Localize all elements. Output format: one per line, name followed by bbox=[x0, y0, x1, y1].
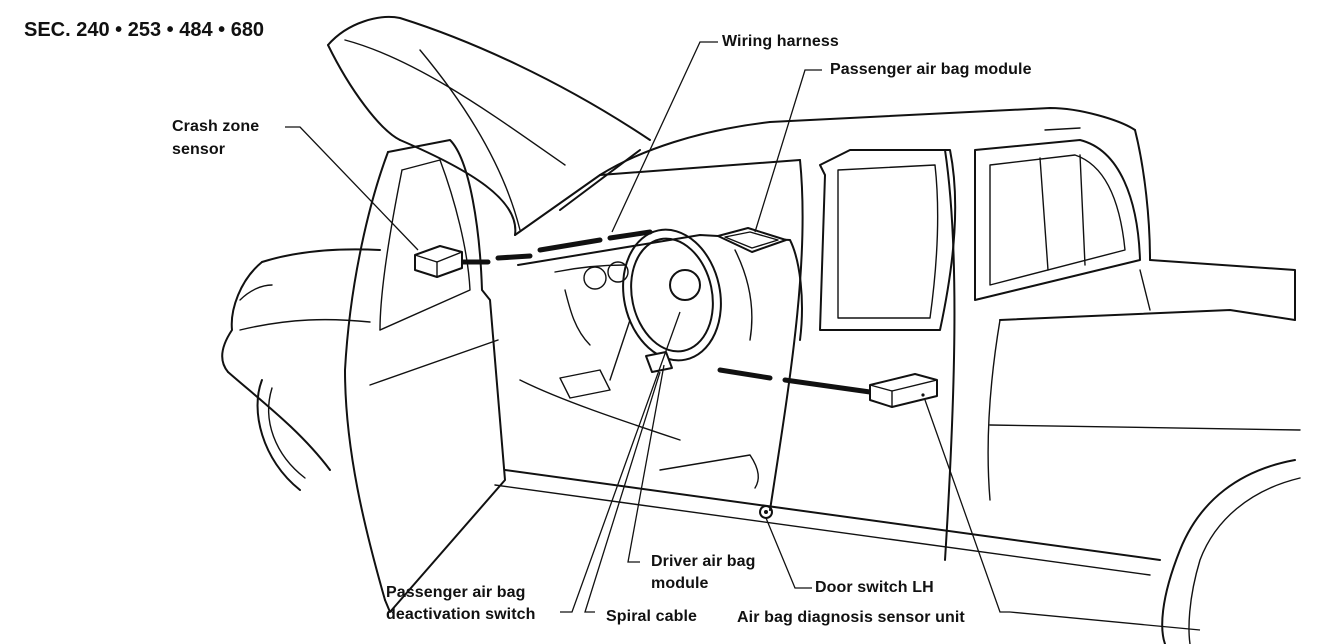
leader-lines bbox=[285, 41, 1201, 631]
section-code: SEC. 240 • 253 • 484 • 680 bbox=[24, 19, 265, 41]
front-end bbox=[221, 248, 381, 491]
open-door bbox=[344, 139, 506, 613]
diagnosis-sensor-unit-box bbox=[869, 373, 938, 408]
driver-air-bag-module-label-line2: module bbox=[651, 575, 709, 592]
passenger-deactivation-label-line1: Passenger air bag bbox=[386, 584, 526, 601]
wiring-harness-cable bbox=[459, 229, 873, 395]
air-bag-diagnosis-sensor-unit-label: Air bag diagnosis sensor unit bbox=[737, 609, 965, 626]
dashboard bbox=[517, 234, 803, 489]
hood bbox=[327, 16, 651, 231]
spiral-cable-label: Spiral cable bbox=[606, 608, 698, 625]
cab-roof bbox=[399, 107, 1151, 261]
crash-zone-sensor-label-line1: Crash zone bbox=[172, 118, 260, 135]
lower-body bbox=[494, 469, 1161, 576]
door-switch bbox=[759, 505, 773, 519]
cab-side bbox=[769, 139, 1141, 561]
steering-wheel bbox=[609, 228, 722, 381]
passenger-air-bag-module bbox=[717, 227, 787, 253]
truck-bed bbox=[987, 259, 1301, 644]
driver-air-bag-module-label-line1: Driver air bag bbox=[651, 553, 756, 570]
crash-zone-sensor-label-line2: sensor bbox=[172, 141, 226, 158]
door-switch-lh-label: Door switch LH bbox=[815, 579, 934, 596]
deactivation-switch bbox=[645, 351, 673, 373]
passenger-deactivation-label-line2: deactivation switch bbox=[386, 606, 536, 623]
passenger-air-bag-module-label: Passenger air bag module bbox=[830, 61, 1032, 78]
wiring-harness-label: Wiring harness bbox=[722, 33, 839, 50]
crash-zone-sensor-box bbox=[414, 245, 463, 278]
